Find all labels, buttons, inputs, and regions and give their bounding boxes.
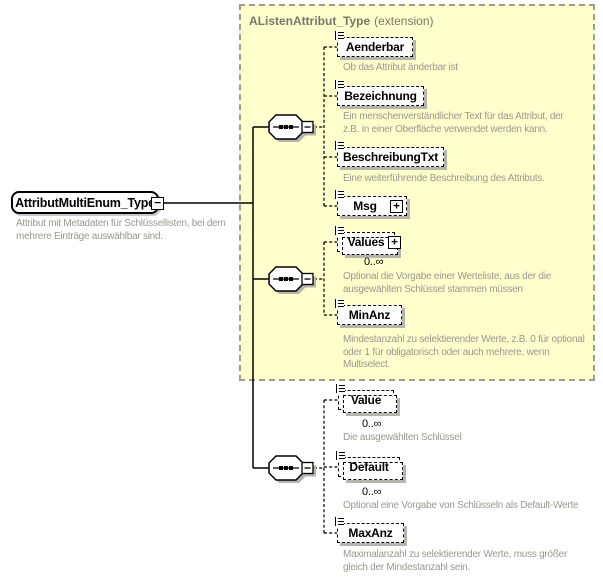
annotation-minanz: Mindestanzahl zu selektierender Werte, z… bbox=[343, 334, 585, 370]
extension-label: (extension) bbox=[374, 14, 434, 28]
element-bezeichnung[interactable]: Bezeichnung bbox=[335, 80, 424, 106]
element-default[interactable]: Default bbox=[336, 451, 403, 480]
sequence-compositor-3[interactable] bbox=[268, 455, 317, 484]
text-content-icon bbox=[335, 80, 344, 89]
extension-block: AListenAttribut_Type(extension) bbox=[239, 4, 595, 381]
cardinality-value: 0..∞ bbox=[362, 418, 382, 430]
annotation-values: Optional die Vorgabe einer Werteliste, a… bbox=[343, 271, 552, 295]
text-content-icon bbox=[335, 31, 344, 40]
collapse-icon[interactable]: − bbox=[151, 197, 164, 210]
annotation-bezeichnung: Ein menschenverständlicher Text für das … bbox=[343, 111, 564, 135]
annotation-maxanz: Maximalanzahl zu selektierender Werte, m… bbox=[343, 549, 568, 573]
text-content-icon bbox=[336, 384, 345, 393]
text-content-icon bbox=[335, 190, 344, 199]
element-values[interactable]: Values + bbox=[335, 226, 401, 255]
element-minanz[interactable]: MinAnz bbox=[335, 299, 402, 325]
expand-icon[interactable]: + bbox=[388, 235, 401, 249]
annotation-value: Die ausgewählten Schlüssel bbox=[343, 432, 462, 443]
text-content-icon bbox=[335, 226, 344, 235]
text-content-icon bbox=[335, 299, 344, 308]
expand-icon[interactable]: + bbox=[390, 199, 403, 213]
text-content-icon bbox=[335, 517, 344, 526]
text-content-icon bbox=[336, 451, 345, 460]
extension-header: AListenAttribut_Type(extension) bbox=[249, 14, 434, 28]
annotation-aenderbar: Ob das Attribut änderbar ist bbox=[343, 62, 458, 73]
element-maxanz[interactable]: MaxAnz bbox=[335, 517, 404, 543]
extension-type-name: AListenAttribut_Type bbox=[249, 14, 371, 28]
text-content-icon bbox=[335, 141, 344, 150]
element-value[interactable]: Value bbox=[336, 384, 397, 413]
element-beschreibungtxt[interactable]: BeschreibungTxt bbox=[335, 141, 444, 167]
cardinality-default: 0..∞ bbox=[362, 486, 382, 498]
root-annotation: Attribut mit Metadaten für Schlüssellist… bbox=[16, 218, 226, 242]
cardinality-values: 0..∞ bbox=[364, 256, 384, 268]
annotation-beschreibungtxt: Eine weiterführende Beschreibung des Att… bbox=[343, 173, 545, 184]
element-aenderbar[interactable]: Aenderbar bbox=[335, 31, 413, 57]
element-msg[interactable]: Msg + bbox=[335, 190, 407, 216]
root-element[interactable]: AttributMultiEnum_Type − bbox=[11, 191, 164, 214]
annotation-default: Optional eine Vorgabe von Schlüsseln als… bbox=[343, 500, 579, 511]
root-element-name: AttributMultiEnum_Type bbox=[15, 195, 155, 210]
